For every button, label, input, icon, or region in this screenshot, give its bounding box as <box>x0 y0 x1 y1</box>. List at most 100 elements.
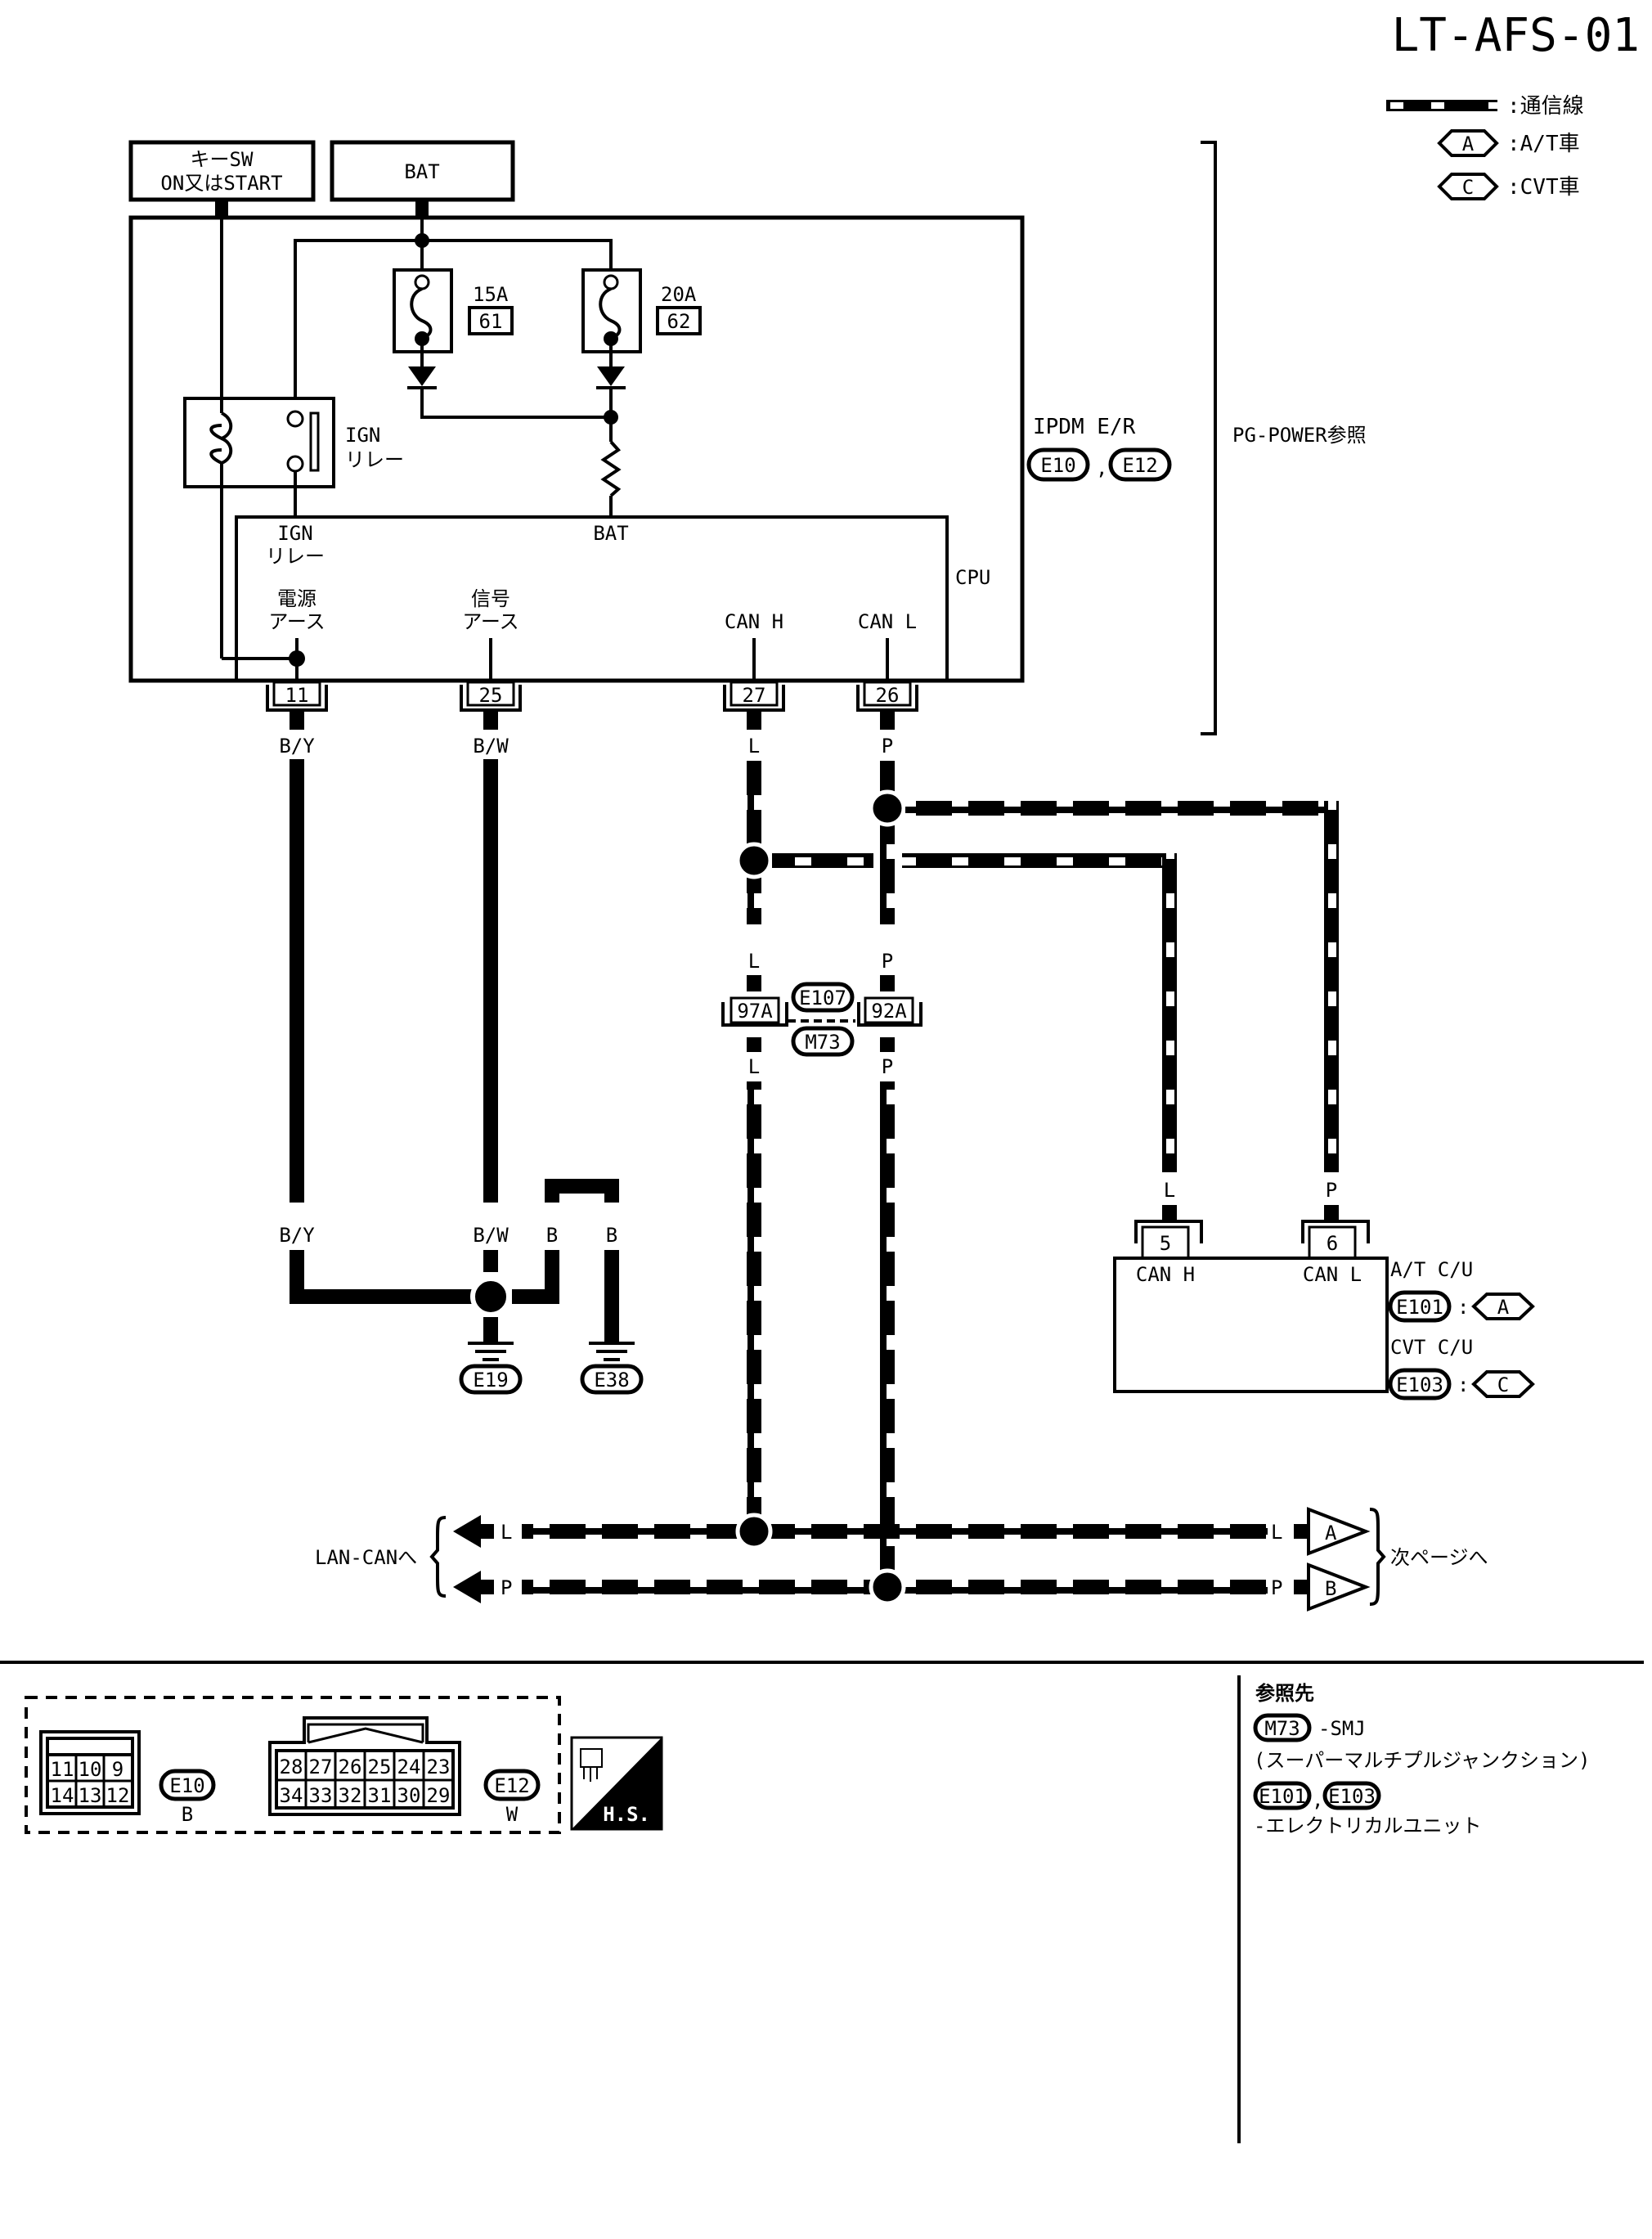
svg-text::: : <box>1457 1296 1469 1319</box>
svg-text:アース: アース <box>268 610 325 633</box>
svg-text:E103: E103 <box>1396 1374 1443 1396</box>
svg-text:CAN L: CAN L <box>1303 1263 1362 1286</box>
ipdm-name: IPDM E/R <box>1033 415 1136 439</box>
svg-text:61: 61 <box>479 310 503 333</box>
svg-text:キーSW: キーSW <box>191 148 254 171</box>
cvt-hex-icon <box>1437 173 1499 200</box>
svg-text:A: A <box>1325 1522 1337 1544</box>
arrow-b-icon <box>1307 1562 1371 1612</box>
svg-text:-エレクトリカルユニット: -エレクトリカルユニット <box>1254 1814 1481 1837</box>
svg-text:B/W: B/W <box>473 735 509 758</box>
svg-text:E107: E107 <box>799 987 846 1009</box>
at-legend-label: :A/T車 <box>1507 132 1580 156</box>
svg-text:P: P <box>882 735 893 758</box>
connector-e12-face: 28 27 26 25 24 23 34 33 32 31 30 29 E12 … <box>268 1716 541 1826</box>
svg-text:B/W: B/W <box>473 1224 509 1247</box>
svg-text:11: 11 <box>285 684 309 707</box>
svg-text:28: 28 <box>280 1756 303 1778</box>
svg-text:CPU: CPU <box>955 566 990 589</box>
diode-icon <box>408 366 436 386</box>
svg-text:25: 25 <box>368 1756 392 1778</box>
ground-e19: E19 <box>459 1342 523 1395</box>
pin-26: 26 <box>856 681 918 712</box>
svg-text:,: , <box>1096 456 1107 479</box>
svg-text:20A: 20A <box>661 283 697 306</box>
svg-text:24: 24 <box>397 1756 421 1778</box>
svg-text:B/Y: B/Y <box>279 1224 315 1247</box>
svg-text:参照先: 参照先 <box>1255 1682 1314 1705</box>
ipdm-pins: 11 25 27 26 <box>266 681 918 712</box>
svg-text:CAN L: CAN L <box>858 610 917 633</box>
cpu-box: CPU IGN リレー BAT 電源 アース 信号 アース CAN H CAN … <box>235 515 990 682</box>
svg-text:E10: E10 <box>1040 454 1075 477</box>
svg-text:L: L <box>748 950 760 973</box>
svg-text:15A: 15A <box>473 283 509 306</box>
svg-text:CAN H: CAN H <box>1136 1263 1195 1286</box>
ign-relay <box>183 397 335 488</box>
svg-text:P: P <box>882 950 893 973</box>
svg-text:E38: E38 <box>594 1369 629 1392</box>
svg-text:12: 12 <box>106 1784 130 1807</box>
svg-text:E10: E10 <box>169 1774 204 1797</box>
svg-text:L: L <box>1271 1521 1282 1544</box>
svg-text:信号: 信号 <box>471 587 510 610</box>
connector-e10-face: 11 10 9 14 13 12 E10 B <box>39 1730 216 1826</box>
svg-text:25: 25 <box>479 684 503 707</box>
svg-text:M73: M73 <box>805 1031 840 1054</box>
svg-text:L: L <box>748 1055 760 1078</box>
svg-text:34: 34 <box>280 1784 303 1807</box>
lan-can-label: LAN-CANへ <box>315 1546 417 1569</box>
ref-bracket <box>1201 141 1217 735</box>
svg-text:リレー: リレー <box>266 545 325 568</box>
svg-text:26: 26 <box>339 1756 362 1778</box>
svg-text:P: P <box>1271 1576 1282 1599</box>
svg-text:27: 27 <box>743 684 766 707</box>
svg-text:B/Y: B/Y <box>279 735 315 758</box>
svg-text:電源: 電源 <box>277 587 316 610</box>
svg-text:CVT C/U: CVT C/U <box>1390 1336 1473 1359</box>
battery-box: BAT <box>330 140 515 218</box>
tcu-unit: 5 6 CAN H CAN L A/T C/U E101 : A CVT C/U… <box>1113 1205 1535 1400</box>
next-page-label: 次ページへ <box>1390 1546 1488 1569</box>
svg-text:C: C <box>1497 1374 1509 1396</box>
diode-icon <box>597 366 625 386</box>
svg-text:30: 30 <box>397 1784 421 1807</box>
svg-text:B: B <box>182 1803 193 1826</box>
svg-text:W: W <box>506 1803 518 1826</box>
svg-text:A/T C/U: A/T C/U <box>1390 1258 1473 1281</box>
svg-text:A: A <box>1497 1296 1510 1319</box>
svg-text:BAT: BAT <box>404 160 439 183</box>
comm-line-legend-icon <box>1386 100 1500 111</box>
svg-text:13: 13 <box>79 1784 102 1807</box>
pin-11: 11 <box>266 681 328 712</box>
svg-text:ON又はSTART: ON又はSTART <box>160 172 282 195</box>
ground-splice <box>470 1276 511 1317</box>
ipdm-internal-wiring: 15A 61 20A 62 IGN リレー <box>183 218 702 660</box>
svg-text:IGN: IGN <box>277 522 312 545</box>
at-hex-label: A <box>1462 133 1475 155</box>
svg-text:P: P <box>501 1576 512 1599</box>
svg-text:33: 33 <box>309 1784 333 1807</box>
resistor-icon <box>600 440 622 497</box>
svg-text:IGN: IGN <box>345 424 380 447</box>
svg-text:23: 23 <box>427 1756 451 1778</box>
svg-text:11: 11 <box>51 1758 74 1781</box>
at-hex-icon <box>1437 129 1499 157</box>
svg-text:アース: アース <box>462 610 518 633</box>
svg-text:BAT: BAT <box>593 522 628 545</box>
svg-text:CAN H: CAN H <box>725 610 783 633</box>
can-bus: LAN-CANへ L L A P P B 次ページへ <box>315 1507 1488 1612</box>
can-wiring: L P L L P P L P <box>735 710 1339 1589</box>
svg-text:P: P <box>882 1055 893 1078</box>
svg-text:27: 27 <box>309 1756 333 1778</box>
svg-text:B: B <box>546 1224 558 1247</box>
svg-text:29: 29 <box>427 1784 451 1807</box>
svg-text:E101: E101 <box>1259 1785 1306 1808</box>
e12-pin-grid <box>304 1751 425 1808</box>
svg-text:B: B <box>606 1224 617 1247</box>
pin-27: 27 <box>723 681 785 712</box>
svg-text:,: , <box>1312 1788 1323 1811</box>
svg-text:-SMJ: -SMJ <box>1318 1717 1366 1740</box>
svg-text:E19: E19 <box>473 1369 508 1392</box>
